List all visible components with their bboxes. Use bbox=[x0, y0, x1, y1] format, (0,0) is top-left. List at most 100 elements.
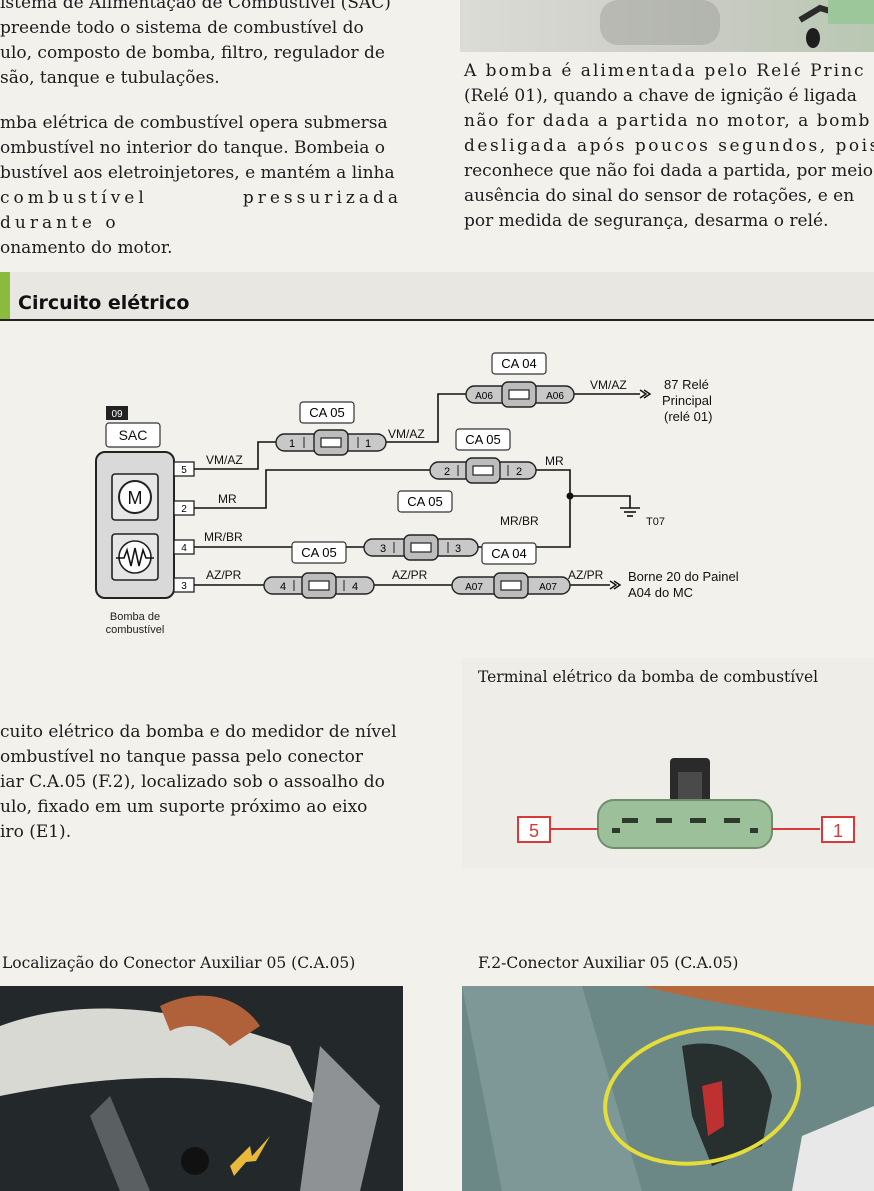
connector-photo-drawing bbox=[462, 986, 874, 1191]
relay-line: não for dada a partida no motor, a bomb bbox=[464, 111, 871, 131]
wire-label: VM/AZ bbox=[388, 427, 425, 441]
ground-icon bbox=[620, 507, 640, 517]
connector-pin: 1 bbox=[289, 438, 295, 450]
relay-line: desligada após poucos segundos, pois o bbox=[464, 136, 874, 156]
location-photo bbox=[0, 986, 403, 1191]
intro-line: preende todo o sistema de combustível do bbox=[0, 18, 364, 38]
connector-pin: 3 bbox=[380, 543, 386, 555]
arrow-icon bbox=[230, 1136, 270, 1176]
circuit-paragraph: cuito elétrico da bomba e do medidor de … bbox=[0, 720, 402, 845]
top-right-photo bbox=[460, 0, 874, 52]
relay-line: ausência do sinal do sensor de rotações,… bbox=[464, 186, 855, 206]
wire-mr-pump bbox=[194, 469, 430, 509]
wire-label: MR/BR bbox=[204, 530, 243, 544]
arrow-right-icon bbox=[609, 580, 622, 590]
module-code: 09 bbox=[111, 409, 123, 420]
highlight-ellipse bbox=[603, 1026, 801, 1166]
relay-line: A bomba é alimentada pelo Relé Princ bbox=[464, 61, 866, 81]
sensor-zigzag-icon bbox=[116, 547, 154, 567]
terminal-caption: Terminal elétrico da bomba de combustíve… bbox=[478, 668, 819, 686]
connector-ca04-a06: CA 04 A06 A06 bbox=[465, 352, 575, 408]
pin-label: 5 bbox=[181, 465, 187, 476]
connector-name: CA 04 bbox=[501, 356, 536, 371]
wire-label: MR bbox=[545, 454, 564, 468]
circuit-line: iro (E1). bbox=[0, 822, 72, 842]
intro-line: ulo, composto de bomba, filtro, regulado… bbox=[0, 43, 385, 63]
relay-line: (Relé 01), quando a chave de ignição é l… bbox=[464, 86, 857, 106]
pin-label: 4 bbox=[181, 543, 187, 554]
relay-paragraph: A bomba é alimentada pelo Relé Princ (Re… bbox=[464, 59, 874, 234]
f2-caption: F.2-Conector Auxiliar 05 (C.A.05) bbox=[478, 954, 739, 972]
relay-label-1: 87 Relé bbox=[664, 377, 709, 392]
relay-label-2: Principal bbox=[662, 393, 712, 408]
connector-pin: 3 bbox=[455, 543, 461, 555]
connector-pin: A07 bbox=[539, 582, 557, 593]
connector-pin: 2 bbox=[444, 466, 450, 478]
connector-name: CA 05 bbox=[309, 405, 344, 420]
connector-ca04-a07: CA 04 A07 A07 bbox=[451, 542, 571, 599]
relay-line: reconhece que não foi dada a partida, po… bbox=[464, 161, 873, 181]
intro-line: são, tanque e tubulações. bbox=[0, 68, 220, 88]
borne-label-1: Borne 20 do Painel bbox=[628, 569, 739, 584]
section-header: Circuito elétrico bbox=[0, 272, 874, 322]
pump-line: ombustível no interior do tanque. Bombei… bbox=[0, 138, 386, 158]
pin-callout-label: 1 bbox=[833, 821, 843, 841]
wire-label: MR bbox=[218, 492, 237, 506]
connector-pin: 1 bbox=[365, 438, 371, 450]
motor-symbol: M bbox=[128, 488, 143, 508]
pump-line: bustível aos eletroinjetores, e mantém a… bbox=[0, 163, 395, 183]
terminal-housing bbox=[597, 799, 773, 849]
wire-label: VM/AZ bbox=[590, 378, 627, 392]
pump-line: mba elétrica de combustível opera submer… bbox=[0, 113, 388, 133]
callout-box-right bbox=[821, 816, 855, 843]
section-header-band bbox=[0, 272, 874, 320]
connector-ca05-pin4: CA 05 4 4 bbox=[263, 541, 375, 599]
terminal-connector-illustration: 5 1 bbox=[517, 758, 855, 849]
ground-label: T07 bbox=[646, 516, 665, 528]
section-title: Circuito elétrico bbox=[18, 292, 190, 314]
section-accent-tab bbox=[0, 272, 10, 320]
connector-ca05-pin3: CA 05 3 3 bbox=[363, 490, 479, 561]
connector-name: CA 05 bbox=[407, 494, 442, 509]
pump-line: onamento do motor. bbox=[0, 238, 173, 258]
callout-box-left bbox=[517, 816, 551, 843]
module-name: SAC bbox=[119, 427, 148, 443]
pump-photo-fragment bbox=[600, 0, 874, 48]
connector-name: CA 04 bbox=[491, 546, 526, 561]
connector-pin: 4 bbox=[280, 581, 286, 593]
location-caption: Localização do Conector Auxiliar 05 (C.A… bbox=[2, 954, 356, 972]
wiring-diagram: 09 SAC M Bomba de combustível 5 2 4 3 T0… bbox=[95, 352, 739, 636]
connector-pin: 2 bbox=[516, 466, 522, 478]
wire-label: VM/AZ bbox=[206, 453, 243, 467]
component-label-2: combustível bbox=[106, 624, 165, 636]
motor-icon bbox=[118, 480, 152, 514]
relay-label-3: (relé 01) bbox=[664, 409, 712, 424]
wire-to-ground bbox=[570, 495, 631, 508]
pin-label: 2 bbox=[181, 504, 187, 515]
wire-label: AZ/PR bbox=[568, 568, 604, 582]
module-code-box bbox=[106, 406, 128, 420]
pin-label: 3 bbox=[181, 581, 187, 592]
relay-line: por medida de segurança, desarma o relé. bbox=[464, 211, 829, 231]
connector-ca05-pin2: CA 05 2 2 bbox=[429, 428, 537, 484]
wire-mr-ground bbox=[536, 469, 571, 496]
component-label-1: Bomba de bbox=[110, 611, 160, 623]
connector-ca05-pin1: CA 05 1 1 bbox=[275, 401, 387, 456]
connector-pin: 4 bbox=[352, 581, 358, 593]
connector-pin: A07 bbox=[465, 582, 483, 593]
connector-photo bbox=[462, 986, 874, 1191]
arrow-right-icon bbox=[639, 389, 652, 399]
wire-label: AZ/PR bbox=[392, 568, 428, 582]
pump-line: combustível pressurizada durante o bbox=[0, 188, 402, 233]
section-rule bbox=[0, 319, 874, 321]
pump-paragraph: mba elétrica de combustível opera submer… bbox=[0, 111, 402, 261]
circuit-line: cuito elétrico da bomba e do medidor de … bbox=[0, 722, 397, 742]
intro-line: istema de Alimentação de Combustível (SA… bbox=[0, 0, 391, 13]
borne-label-2: A04 do MC bbox=[628, 585, 693, 600]
module-name-box bbox=[105, 422, 161, 448]
intro-paragraph: istema de Alimentação de Combustível (SA… bbox=[0, 0, 402, 91]
terminal-panel: Terminal elétrico da bomba de combustíve… bbox=[462, 658, 874, 868]
connector-name: CA 05 bbox=[465, 432, 500, 447]
wire-label: MR/BR bbox=[500, 514, 539, 528]
connector-pin: A06 bbox=[475, 391, 493, 402]
